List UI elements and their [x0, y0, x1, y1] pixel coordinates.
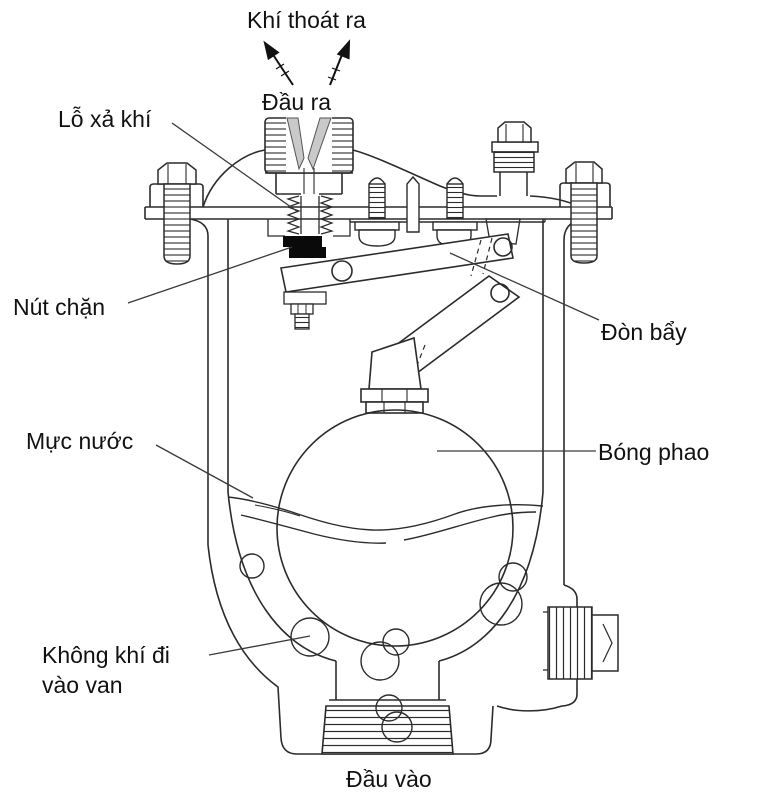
screw-washer: [432, 221, 478, 231]
up-right-arrow-head: [336, 39, 351, 60]
lid-screws: [354, 175, 478, 247]
hex-head: [157, 162, 197, 185]
nozzle-base: [265, 172, 353, 195]
label-stopper: Nút chặn: [13, 294, 106, 320]
bubble: [375, 694, 403, 722]
label-air-release-hole: Lỗ xả khí: [58, 106, 152, 132]
hex-head: [565, 161, 603, 184]
stopper-seal-lower: [289, 247, 326, 258]
air-bubbles: [239, 553, 528, 743]
clamp-nut: [290, 303, 314, 315]
right-flange-bolt: [565, 161, 603, 264]
screw-head: [368, 177, 386, 185]
label-float-ball: Bóng phao: [598, 439, 710, 465]
plug-neck: [499, 172, 528, 196]
guide-pin: [406, 175, 420, 233]
seat-thread-left: [286, 195, 301, 235]
label-outlet: Đầu ra: [262, 89, 332, 115]
leader-air-into-valve: [208, 635, 311, 656]
screw-shank: [446, 183, 464, 219]
label-water-level: Mực nước: [26, 428, 134, 454]
lever-mechanism: [280, 218, 521, 378]
label-lever: Đòn bẩy: [601, 319, 687, 345]
lever-bar: [280, 233, 514, 293]
bubble: [381, 711, 413, 743]
screw-washer: [354, 221, 400, 231]
left-flange-bolt: [157, 162, 197, 265]
inner-bowl-left: [227, 491, 337, 662]
float-clevis: [368, 336, 422, 390]
air-escape-arrows: [263, 39, 351, 86]
up-left-arrow-head: [263, 40, 280, 61]
float-nut-upper: [360, 388, 429, 403]
funnel-wall-right: [307, 117, 332, 171]
label-air-escape: Khí thoát ra: [247, 7, 366, 33]
lid-plug: [491, 121, 539, 196]
float-nut-lower: [365, 401, 424, 414]
dome-right: [352, 149, 497, 197]
float-ball: [276, 409, 514, 647]
plug-hex: [497, 121, 532, 143]
leader-stopper: [127, 246, 293, 304]
threaded-shank: [163, 183, 191, 265]
water-level-waves: [227, 496, 544, 544]
bubble: [239, 553, 265, 579]
stopper-clamp: [283, 291, 327, 305]
bubble: [360, 641, 400, 681]
plug-washer: [491, 141, 539, 153]
pivot-lug: [485, 218, 521, 245]
screw-head: [446, 177, 464, 185]
dome-left: [202, 149, 266, 208]
dome-nut: [358, 229, 396, 247]
leader-lines: [127, 122, 600, 656]
outer-bowl-skirt: [207, 544, 494, 755]
side-plug-hex: [591, 614, 619, 672]
valve-body-shell: [189, 218, 581, 755]
label-air-into-valve-line1: Không khí đi: [42, 642, 170, 668]
bubble: [382, 628, 410, 656]
label-air-into-valve: Không khí đi vào van: [42, 640, 170, 700]
float-assembly: [276, 336, 514, 647]
leader-air-release-hole: [171, 122, 299, 213]
link-hole-top: [490, 283, 510, 303]
side-port-plug: [543, 606, 619, 680]
leader-water-level: [155, 444, 254, 499]
screw-shank: [368, 183, 386, 219]
threaded-shank: [570, 182, 598, 264]
seat-thread-right: [319, 195, 334, 235]
bubble: [498, 562, 528, 592]
funnel-wall-left: [286, 117, 305, 171]
bubble: [290, 617, 330, 657]
inlet-threads: [321, 705, 454, 755]
leader-lever: [449, 252, 600, 321]
side-plug-threads: [547, 606, 593, 680]
label-inlet: Đầu vào: [346, 766, 432, 792]
lever-hole: [331, 260, 353, 282]
clamp-bolt-tip: [294, 313, 310, 330]
lever-pivot-hole: [493, 237, 513, 257]
outlet-nozzle: [264, 117, 354, 235]
side-boss: [496, 584, 578, 712]
plug-threads: [493, 151, 535, 173]
inner-bowl-right: [438, 491, 544, 662]
seat-bore: [300, 196, 320, 234]
label-air-into-valve-line2: vào van: [42, 672, 123, 698]
stopper-seal: [283, 236, 322, 247]
